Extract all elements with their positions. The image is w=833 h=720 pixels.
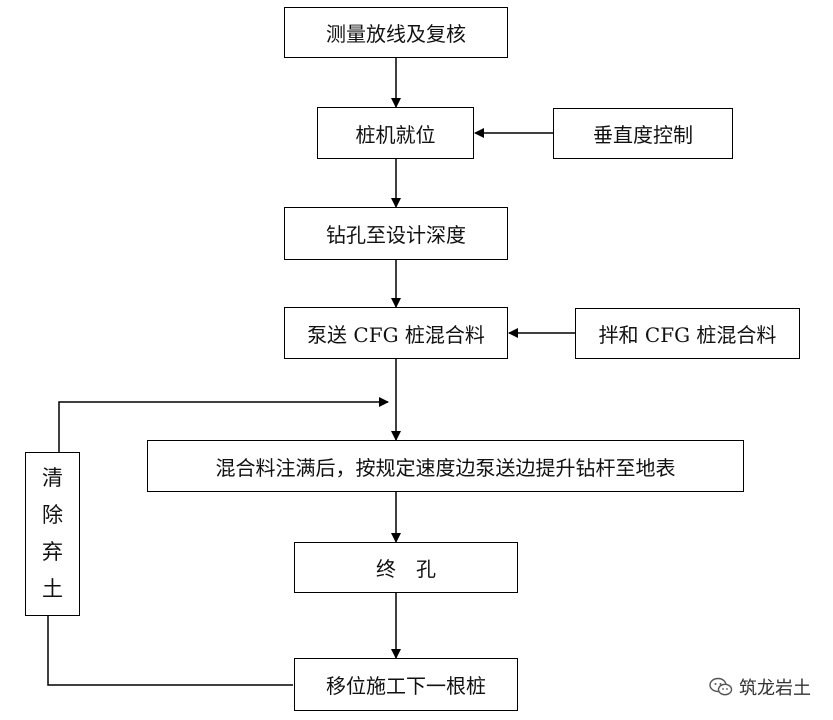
loop-char-1: 清 [42, 466, 63, 490]
watermark: 筑龙岩土 [709, 674, 811, 700]
side-verticality-control: 垂直度控制 [553, 108, 733, 159]
step-fill-lift: 混合料注满后，按规定速度边泵送边提升钻杆至地表 [147, 440, 744, 492]
step-rig-position: 桩机就位 [317, 107, 474, 159]
step-pump-mix: 泵送 CFG 桩混合料 [284, 307, 508, 359]
loop-clear-spoil: 清 除 弃 土 [25, 452, 80, 616]
step-pump-mix-label: 泵送 CFG 桩混合料 [307, 322, 485, 347]
watermark-text: 筑龙岩土 [739, 678, 811, 699]
loop-top-line [58, 397, 389, 452]
step-end-hole: 终 孔 [294, 542, 518, 593]
step-rig-position-label: 桩机就位 [355, 122, 436, 147]
wechat-icon [709, 677, 733, 696]
step-move-next: 移位施工下一根桩 [294, 658, 518, 711]
step-measure: 测量放线及复核 [284, 7, 508, 58]
side-verticality-control-label: 垂直度控制 [593, 123, 693, 147]
step-move-next-label: 移位施工下一根桩 [326, 674, 486, 698]
step-measure-label: 测量放线及复核 [326, 22, 466, 46]
loop-char-2: 除 [42, 503, 63, 527]
side-prepare-mix-label: 拌和 CFG 桩混合料 [598, 323, 777, 347]
loop-char-4: 土 [42, 577, 63, 601]
step-end-hole-label: 终 孔 [376, 557, 436, 581]
side-prepare-mix: 拌和 CFG 桩混合料 [575, 308, 800, 359]
step-drill-label: 钻孔至设计深度 [326, 223, 466, 247]
step-fill-lift-label: 混合料注满后，按规定速度边泵送边提升钻杆至地表 [215, 455, 676, 480]
step-drill: 钻孔至设计深度 [284, 207, 508, 260]
loop-char-3: 弃 [42, 540, 63, 564]
loop-bottom-line [47, 616, 293, 686]
